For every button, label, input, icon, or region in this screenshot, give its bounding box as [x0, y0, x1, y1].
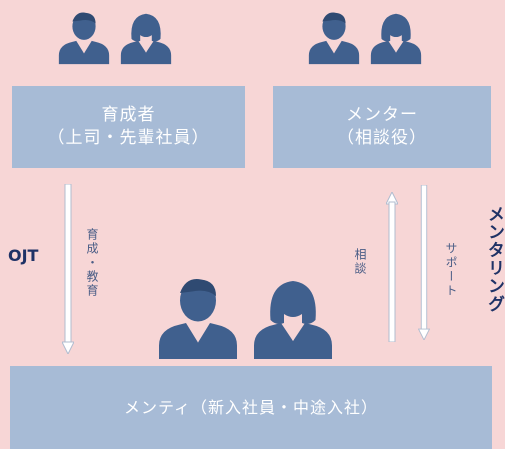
- support-caption: サポート: [444, 242, 458, 298]
- mentor-subtitle: （相談役）: [337, 128, 427, 148]
- mentoring-label: メンタリング: [484, 205, 504, 313]
- support-arrow-down-icon: [418, 185, 430, 340]
- ojt-caption: 育成・教育: [85, 228, 99, 298]
- male-person-icon: [305, 8, 363, 66]
- female-person-icon: [248, 275, 338, 359]
- female-person-icon: [117, 8, 175, 66]
- ikusei-title: 育成者: [101, 105, 156, 126]
- consult-arrow-up-icon: [386, 192, 398, 342]
- male-person-icon: [153, 275, 243, 359]
- ikusei-subtitle: （上司・先輩社員）: [47, 128, 210, 148]
- mentor-box: メンター （相談役）: [273, 86, 491, 168]
- mentee-title: メンティ（新入社員・中途入社）: [123, 397, 379, 417]
- female-person-icon: [367, 8, 425, 66]
- male-person-icon: [55, 8, 113, 66]
- ojt-arrow-down-icon: [62, 184, 74, 354]
- ojt-label: OJT: [8, 246, 39, 265]
- mentor-title: メンター: [346, 105, 418, 126]
- ikusei-box: 育成者 （上司・先輩社員）: [12, 86, 245, 168]
- mentee-box: メンティ（新入社員・中途入社）: [10, 366, 492, 449]
- consult-caption: 相談: [353, 248, 367, 276]
